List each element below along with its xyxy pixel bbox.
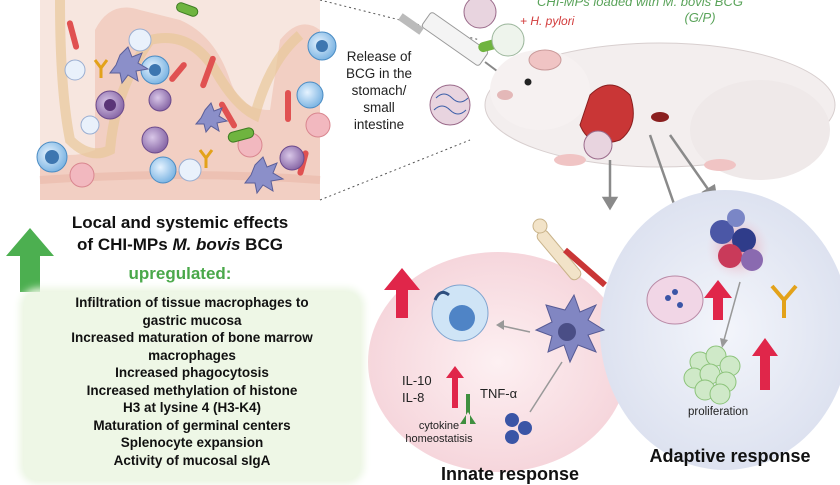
macrophage-cell-icon [431, 284, 489, 342]
upregulated-label: upregulated: [128, 264, 232, 283]
pathogen-label: + H. pylori [520, 14, 575, 28]
proliferating-cells-icon [683, 345, 741, 405]
effect-item: Activity of mucosal sIgA [113, 452, 271, 468]
effect-item: Maturation of germinal centers [93, 417, 291, 433]
local-effects-title: Local and systemic effects of CHI-MPs M.… [71, 213, 289, 254]
guinea-pig-illustration [484, 42, 836, 180]
effects-list-panel: Infiltration of tissue macrophages to ga… [24, 292, 360, 480]
effect-item: macrophages [148, 347, 236, 363]
effect-item: H3 at lysine 4 (H3-K4) [122, 400, 262, 415]
dashed-connector-lines [319, 0, 481, 201]
cargo-label: CHI-MPs loaded with M. bovis BCG [537, 0, 743, 9]
adaptive-response-zone [600, 190, 840, 470]
b-cell-cluster-icon [706, 209, 770, 280]
bone-icon [532, 218, 607, 288]
antibody-icon [770, 284, 798, 318]
adaptive-response-label: Adaptive response [649, 446, 811, 466]
plasma-cell-icon [646, 275, 704, 325]
intestinal-tissue-panel [36, 0, 337, 200]
effect-item: Infiltration of tissue macrophages to [75, 295, 309, 310]
upregulated-cytokines: IL-10 IL-8 [402, 373, 432, 405]
upregulated-arrow-icon [6, 228, 54, 292]
downregulated-cytokine: TNF-α [480, 386, 518, 401]
release-caption: Release of BCG in the stomach/ small int… [345, 49, 413, 132]
dendritic-cell-icon [534, 293, 606, 364]
effect-item: Increased methylation of histone [86, 382, 298, 398]
cytokine-homeostasis-label: cytokine homeostatisis [405, 420, 473, 445]
innate-response-label: Innate response [440, 464, 580, 484]
cargo-abbrev: (G/P) [684, 10, 716, 25]
effect-item: Increased maturation of bone marrow [71, 330, 313, 345]
cytokine-molecules-icon [505, 413, 532, 444]
effect-item: Splenocyte expansion [120, 435, 264, 450]
downregulation-arrow [460, 394, 476, 424]
upregulation-arrows [384, 268, 778, 408]
effect-item: Increased phagocytosis [115, 365, 269, 380]
effect-item: gastric mucosa [142, 312, 242, 328]
microparticles [429, 0, 525, 126]
proliferation-label: proliferation [688, 406, 749, 418]
